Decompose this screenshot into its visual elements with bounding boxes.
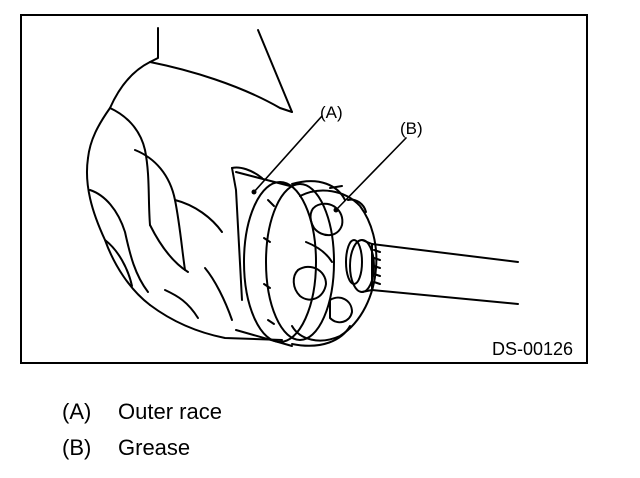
legend-item-b: (B) Grease [62,430,222,466]
legend-item-a: (A) Outer race [62,394,222,430]
legend-key: (A) [62,399,92,424]
figure-code: DS-00126 [492,339,573,359]
leader-line-a [253,115,323,193]
legend-text: Outer race [118,399,222,424]
legend-text: Grease [118,435,191,460]
joint-illustration: (A) (B) DS-00126 [20,14,588,364]
hand-drawing [85,27,293,341]
callout-a: (A) [320,103,343,122]
leader-dot-b [333,207,339,213]
outer-race [235,171,351,347]
leader-line-b [335,137,407,211]
axle-shaft [345,239,519,305]
leader-dot-a [251,189,257,195]
legend-key: (B) [62,435,92,460]
grease [291,185,378,342]
legend: (A) Outer race (B) Grease [62,394,222,466]
callout-b: (B) [400,119,423,138]
figure-frame [20,14,588,364]
